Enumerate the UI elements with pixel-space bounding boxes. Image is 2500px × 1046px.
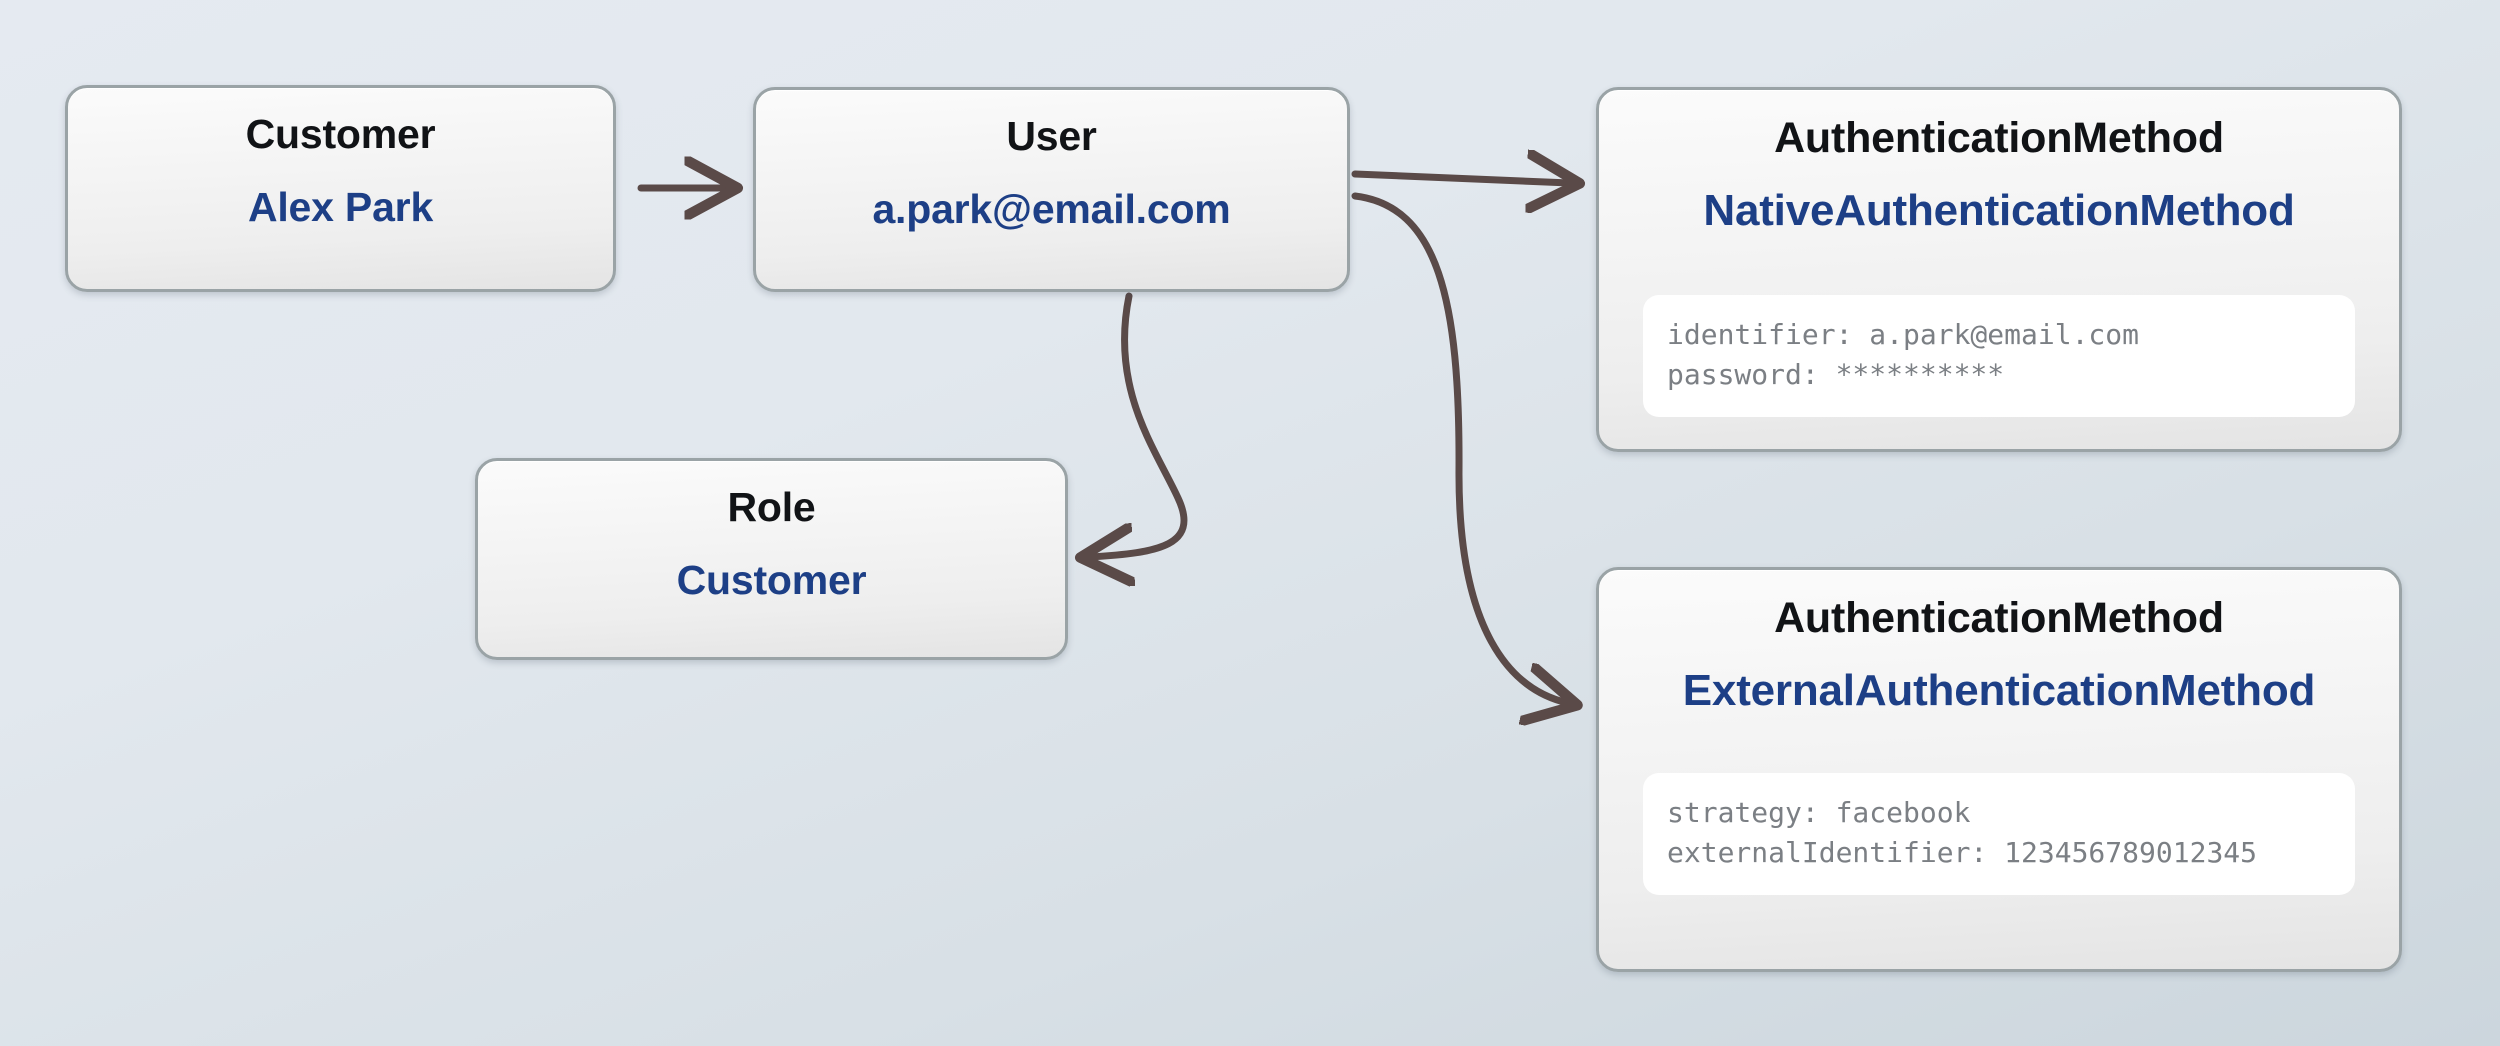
node-external-authentication-method[interactable]: AuthenticationMethod ExternalAuthenticat…: [1596, 567, 2402, 972]
arrow-user-to-native-auth: [1351, 174, 1570, 183]
node-native-auth-value: NativeAuthenticationMethod: [1703, 186, 2295, 235]
node-role-value: Customer: [676, 557, 867, 603]
arrow-user-to-external-auth: [1351, 192, 1568, 703]
node-customer-value: Alex Park: [247, 184, 434, 230]
node-native-auth-properties: identifier: a.park@email.com password: *…: [1643, 295, 2355, 417]
node-native-auth-type: AuthenticationMethod: [1774, 114, 2224, 162]
node-user-value: a.park@email.com: [872, 186, 1231, 232]
node-external-auth-properties: strategy: facebook externalIdentifier: 1…: [1643, 773, 2355, 895]
node-role-type: Role: [727, 484, 816, 530]
node-customer[interactable]: Customer Alex Park: [65, 85, 616, 292]
arrow-user-to-role: [1090, 292, 1188, 557]
node-external-auth-value: ExternalAuthenticationMethod: [1682, 666, 2316, 715]
node-user-type: User: [1006, 113, 1097, 159]
node-customer-type: Customer: [245, 111, 436, 157]
node-native-authentication-method[interactable]: AuthenticationMethod NativeAuthenticatio…: [1596, 87, 2402, 452]
node-user[interactable]: User a.park@email.com: [753, 87, 1350, 292]
node-role[interactable]: Role Customer: [475, 458, 1068, 660]
node-external-auth-type: AuthenticationMethod: [1774, 594, 2224, 642]
